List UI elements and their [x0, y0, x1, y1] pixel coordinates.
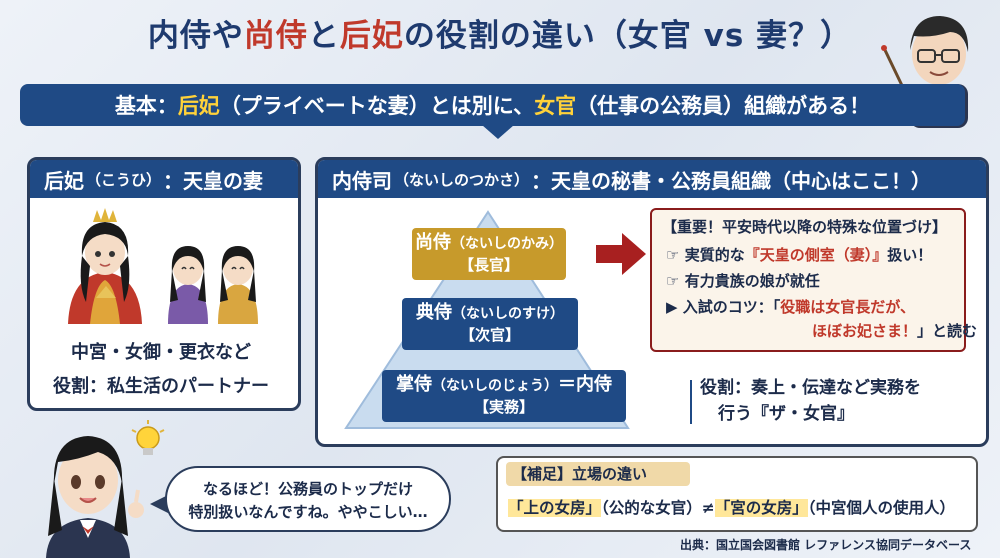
basic-nyokan: 女官: [534, 94, 577, 118]
tier-naishi-no-suke: 典侍（ないしのすけ） 【次官】: [402, 298, 578, 350]
tier-reading: （ないしのかみ）: [451, 236, 563, 252]
notice-b4-red: ほぼお妃さま！: [812, 322, 918, 340]
source-citation: 出典：国立国会図書館 レファレンス協同データベース: [680, 538, 972, 552]
notice-b1-pre: 実質的な: [684, 246, 745, 264]
tier-reading: （ないしのすけ）: [452, 306, 564, 322]
basic-suffix: （仕事の公務員）組織がある！: [576, 94, 871, 118]
title-highlight-kouhi: 后妃: [339, 18, 404, 54]
kouhi-panel-header: 后妃（こうひ）：天皇の妻: [30, 160, 298, 198]
page-title: 内侍や尚侍と后妃の役割の違い（女官 vs 妻？）: [0, 10, 1000, 55]
naishi-panel-header: 内侍司（ないしのつかさ）：天皇の秘書・公務員組織（中心はここ！）: [318, 160, 986, 198]
tier-naishi-no-jou: 掌侍（ないしのじょう）＝内侍 【実務】: [382, 370, 626, 422]
notice-heading: 【重要！平安時代以降の特殊な位置づけ】: [662, 218, 948, 236]
notice-b3-red: 役職は女官長だが、: [780, 298, 915, 316]
triangle-bullet-icon: ▶: [666, 298, 678, 316]
notice-b3-pre: 入試のコツ：「: [682, 298, 781, 316]
tier-naishi-no-kami: 尚侍（ないしのかみ） 【長官】: [412, 228, 566, 280]
role-line1: 役割：奏上・伝達など実務を: [700, 378, 921, 398]
header-reading: （ないしのつかさ）: [394, 170, 530, 189]
supplement-text2: （中宮個人の使用人）: [807, 499, 956, 517]
kouhi-panel: 后妃（こうひ）：天皇の妻 中宮・女御・更衣など 役割：私生活のパートナー: [27, 157, 301, 411]
supplement-body: 「上の女房」（公的な女官）≠「宮の女房」（中宮個人の使用人）: [508, 496, 955, 518]
header-rest: ：天皇の妻: [163, 168, 264, 193]
notice-b1-post: 扱い！: [887, 246, 933, 264]
tier-name: 尚侍: [415, 232, 451, 253]
basic-kouhi: 后妃: [177, 94, 220, 118]
tier-suffix: ＝内侍: [558, 374, 612, 395]
bubble-line1: なるほど！公務員のトップだけ: [202, 480, 413, 498]
supplement-term2: 「宮の女房」: [714, 499, 808, 517]
notice-b4-post: 」と読む: [917, 322, 978, 340]
supplement-box: 【補足】立場の違い 「上の女房」（公的な女官）≠「宮の女房」（中宮個人の使用人）: [496, 456, 978, 532]
kouhi-role: 役割：私生活のパートナー: [53, 376, 269, 397]
tier-name: 掌侍: [396, 374, 432, 395]
tier-rank: 【長官】: [458, 256, 519, 274]
title-part: 内侍や: [147, 18, 244, 54]
header-rest: ：天皇の秘書・公務員組織（中心はここ！）: [531, 168, 932, 193]
basic-mid: （プライベートな妻）とは別に、: [219, 94, 535, 118]
naishi-role: 役割：奏上・伝達など実務を 行う『ザ・女官』: [700, 375, 921, 427]
speech-bubble-tail: [150, 495, 168, 513]
connector-line: [690, 380, 692, 424]
supplement-heading: 【補足】立場の違い: [506, 462, 690, 486]
student-illustration: [46, 436, 144, 558]
arrow-right-icon: [596, 233, 646, 275]
notice-b2: 有力貴族の娘が就任: [684, 272, 820, 290]
supplement-term1: 「上の女房」: [508, 499, 602, 517]
header-main: 后妃: [44, 168, 84, 193]
title-highlight-naishi: 尚侍: [243, 18, 308, 54]
header-reading: （こうひ）: [86, 170, 162, 189]
important-notice: 【重要！平安時代以降の特殊な位置づけ】 ☞ 実質的な『天皇の側室（妻）』扱い！ …: [650, 208, 977, 352]
empress-illustration: [68, 208, 258, 324]
notice-b1-red: 『天皇の側室（妻）』: [744, 246, 888, 264]
pointing-hand-icon: ☞: [666, 246, 680, 264]
tier-rank: 【次官】: [459, 326, 520, 344]
student-speech-bubble: なるほど！公務員のトップだけ 特別扱いなんですね。ややこしい…: [165, 466, 451, 532]
title-part: の役割の違い（女官 vs 妻？）: [403, 18, 853, 54]
pointing-hand-icon: ☞: [666, 272, 680, 290]
kouhi-examples: 中宮・女御・更衣など: [71, 342, 251, 363]
tier-reading: （ないしのじょう）: [432, 378, 558, 394]
title-part: と: [307, 18, 340, 54]
tier-rank: 【実務】: [473, 398, 534, 416]
banner-pointer: [482, 125, 514, 139]
bubble-line2: 特別扱いなんですね。ややこしい…: [188, 503, 428, 521]
role-line2: 行う『ザ・女官』: [718, 404, 854, 424]
basic-prefix: 基本：: [114, 94, 178, 118]
lightbulb-icon: [131, 420, 165, 455]
basic-banner: 基本：后妃（プライベートな妻）とは別に、女官（仕事の公務員）組織がある！: [20, 84, 965, 126]
header-main: 内侍司: [332, 168, 392, 193]
tier-name: 典侍: [416, 302, 452, 323]
supplement-text1: （公的な女官）≠: [601, 499, 715, 517]
